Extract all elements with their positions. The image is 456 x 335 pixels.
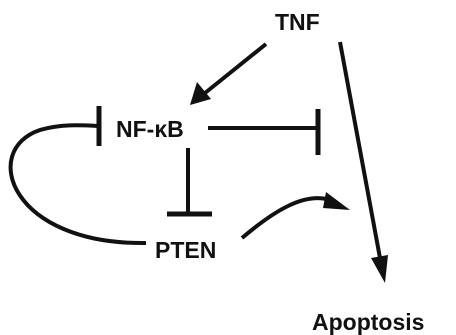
edge-nfkb-inhibits-apoptosis bbox=[208, 109, 321, 155]
edge-tnf-activates-nfkb bbox=[190, 42, 268, 105]
node-pten: PTEN bbox=[155, 237, 216, 263]
edge-pten-inhibits-nfkb-loop bbox=[8, 106, 147, 246]
edge-nfkb-inhibits-pten bbox=[167, 148, 212, 217]
node-tnf: TNF bbox=[275, 9, 320, 35]
node-nfkb: NF-κB bbox=[116, 116, 184, 142]
edge-tnf-activates-apoptosis bbox=[338, 41, 388, 283]
node-apoptosis: Apoptosis bbox=[312, 309, 424, 335]
edge-pten-activates-apoptosis bbox=[240, 192, 350, 240]
